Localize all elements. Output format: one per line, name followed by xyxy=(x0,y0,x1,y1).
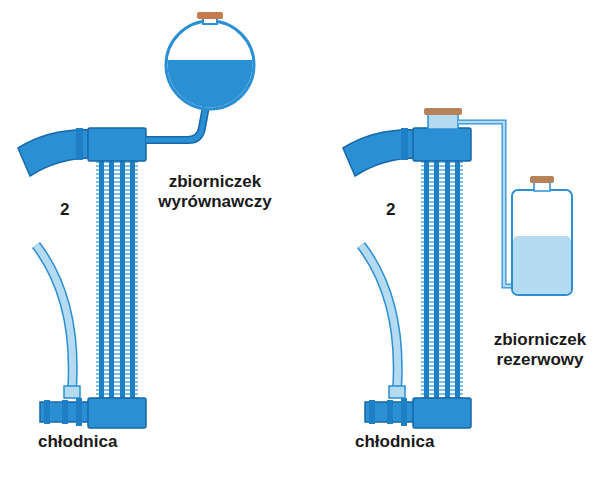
reserve-tank xyxy=(512,190,572,295)
callout-number: 2 xyxy=(386,200,395,220)
overflow-tube xyxy=(458,122,512,286)
radiator xyxy=(343,128,471,428)
callout-number: 2 xyxy=(60,200,69,220)
cap xyxy=(197,12,223,19)
part-label: chłodnica xyxy=(355,432,434,452)
part-label: chłodnica xyxy=(38,432,117,452)
cap xyxy=(424,108,462,115)
part-label: zbiorniczek wyrównawczy xyxy=(150,172,280,213)
expansion-flask xyxy=(166,21,254,109)
part-label: zbiorniczek rezerwowy xyxy=(484,330,596,371)
radiator xyxy=(18,128,146,428)
filler-neck xyxy=(428,114,458,129)
cap xyxy=(530,176,554,183)
pipe xyxy=(146,106,206,140)
